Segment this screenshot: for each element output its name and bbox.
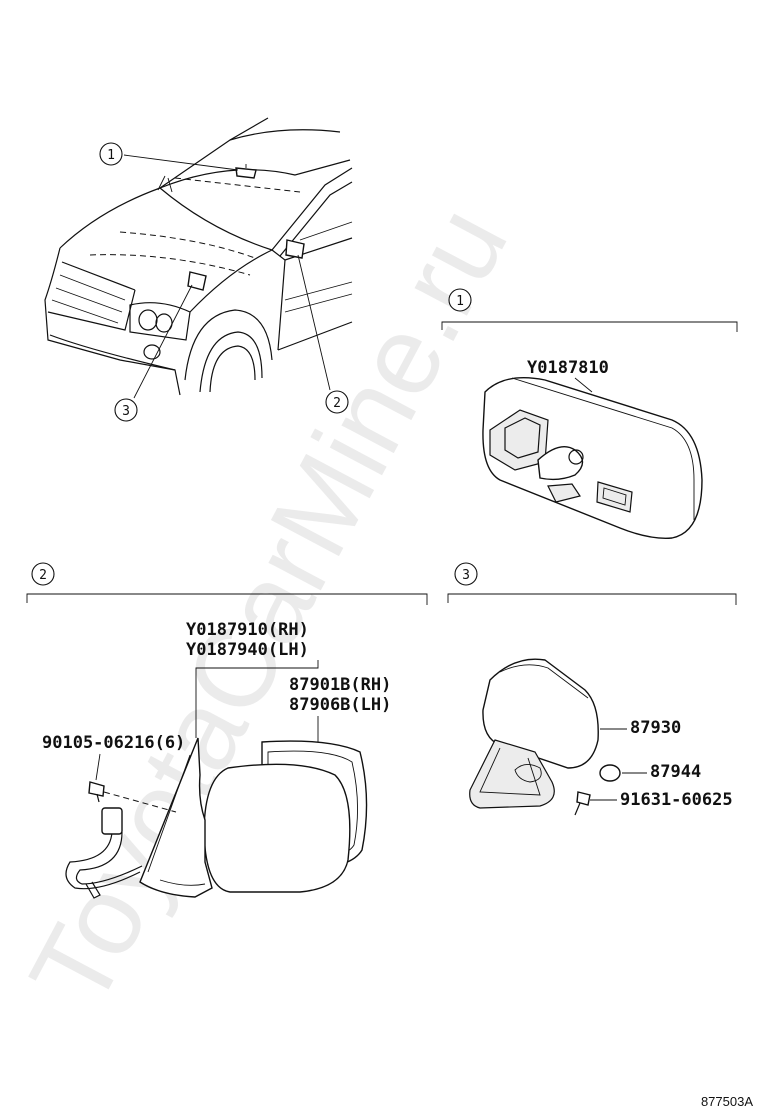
inner-mirror-clip	[547, 483, 581, 503]
section-2-marker: 2	[31, 562, 55, 586]
svg-text:1: 1	[456, 294, 464, 309]
outer-mirror-glass-lh: 87906B(LH)	[289, 695, 391, 715]
section-1-marker: 1	[448, 288, 472, 312]
section-3-side-mirror: 3 87930 87944 91631-60625	[447, 562, 737, 816]
inner-mirror-part-number: Y0187810	[527, 358, 609, 378]
section-1-bracket	[441, 321, 738, 332]
section-1-inner-mirror: 1 Y0187810	[441, 288, 738, 539]
outer-mirror-harness	[65, 831, 141, 890]
side-mirror-stay	[469, 739, 555, 809]
side-mirror-part-number: 87930	[630, 718, 681, 738]
outer-mirror-glass-rh: 87901B(RH)	[289, 675, 391, 695]
section-3-marker: 3	[454, 562, 478, 586]
section-2-outer-mirror: 2 Y0187910(RH) Y0187940(LH) 87901B(RH) 8…	[26, 562, 428, 899]
svg-text:3: 3	[122, 404, 130, 419]
section-3-bracket	[447, 593, 737, 605]
outer-mirror-screw-icon	[88, 781, 105, 797]
outer-mirror-connector	[101, 807, 123, 835]
side-mirror-head	[482, 658, 599, 769]
outer-mirror-housing	[203, 763, 351, 893]
figure-id: 877503A	[701, 1094, 753, 1109]
outer-mirror-screw: 90105-06216(6)	[42, 733, 185, 753]
svg-text:1: 1	[107, 148, 115, 163]
vehicle-overview: 1 2 3	[44, 117, 353, 422]
callout-1: 1	[99, 142, 123, 166]
svg-text:2: 2	[333, 396, 341, 411]
side-mirror-screw-icon	[576, 791, 591, 806]
outer-mirror-base	[139, 737, 213, 898]
side-mirror-screw: 91631-60625	[620, 790, 733, 810]
outer-mirror-assembly-lh: Y0187940(LH)	[186, 640, 309, 660]
svg-text:2: 2	[39, 568, 47, 583]
outer-mirror-assembly-rh: Y0187910(RH)	[186, 620, 309, 640]
callout-3: 3	[114, 398, 138, 422]
side-mirror-cover: 87944	[650, 762, 701, 782]
watermark: ToyotaCarMine.ru	[6, 187, 531, 1026]
section-2-bracket	[26, 593, 428, 605]
svg-text:3: 3	[462, 568, 470, 583]
side-mirror-cover-icon	[599, 764, 621, 782]
callout-2: 2	[325, 390, 349, 414]
